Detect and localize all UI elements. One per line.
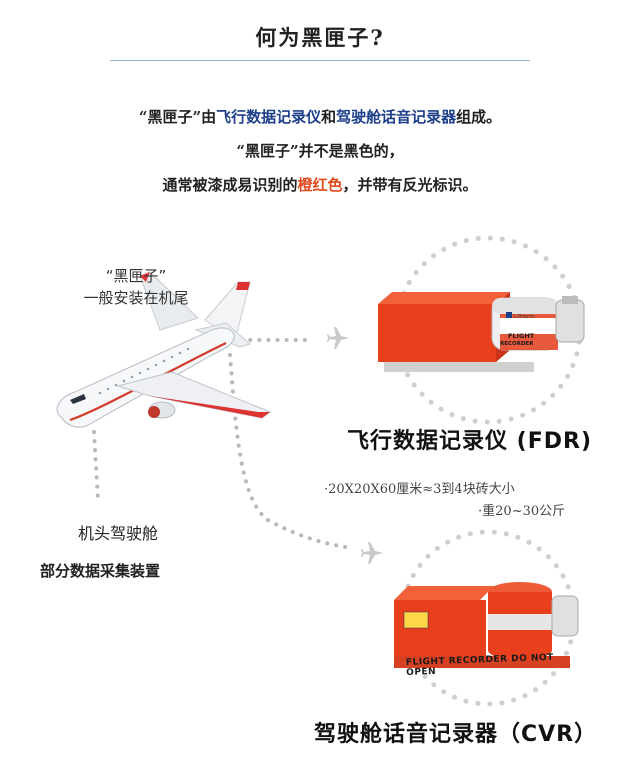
intro-text: 和 <box>321 108 337 126</box>
intro-line-2: “黑匣子”并不是黑色的， <box>236 142 404 160</box>
svg-text:RECORDER: RECORDER <box>500 341 534 347</box>
cockpit-sub-label: 部分数据采集装置 <box>40 562 161 580</box>
svg-text:FLIGHT: FLIGHT <box>508 332 535 340</box>
intro-text: 组成。 <box>456 108 502 126</box>
airplane-small-icon-1 <box>327 327 349 349</box>
fdr-recorder-illustration: L3Harris FLIGHT RECORDER <box>378 292 585 372</box>
fdr-label: 飞行数据记录仪 (FDR) <box>347 429 592 454</box>
cvr-recorder-illustration <box>394 582 579 668</box>
airplane-illustration <box>56 271 272 428</box>
color-highlight: 橙红色 <box>297 176 343 194</box>
svg-text:L3Harris: L3Harris <box>514 314 535 320</box>
spec-weight: ·重20~30公斤 <box>478 504 566 519</box>
tail-note-line-1: “黑匣子” <box>105 267 167 285</box>
cvr-label: 驾驶舱话音记录器（CVR） <box>314 722 598 747</box>
cvr-highlight: 驾驶舱话音记录器 <box>336 108 457 126</box>
intro-text: ，并带有反光标识。 <box>342 176 478 194</box>
cvr-leader-line <box>228 353 354 550</box>
title-question-mark: ? <box>370 25 385 50</box>
intro-line-1: “黑匣子”由飞行数据记录仪和驾驶舱话音记录器组成。 <box>0 106 640 127</box>
tail-note-line-2: 一般安装在机尾 <box>83 289 189 307</box>
fdr-highlight: 飞行数据记录仪 <box>216 108 322 126</box>
page-title: 何为黑匣子? <box>0 22 640 52</box>
intro-text: “黑匣子”由 <box>138 108 217 126</box>
title-text: 何为黑匣子 <box>255 25 371 50</box>
title-divider <box>110 60 530 61</box>
intro-text: 通常被漆成易识别的 <box>162 176 298 194</box>
spec-size: ·20X20X60厘米≈3到4块砖大小 <box>324 482 515 497</box>
airplane-small-icon-2 <box>361 542 383 564</box>
cockpit-leader-line <box>92 430 100 502</box>
intro-line-3: 通常被漆成易识别的橙红色，并带有反光标识。 <box>0 174 640 195</box>
cockpit-label: 机头驾驶舱 <box>78 524 159 543</box>
